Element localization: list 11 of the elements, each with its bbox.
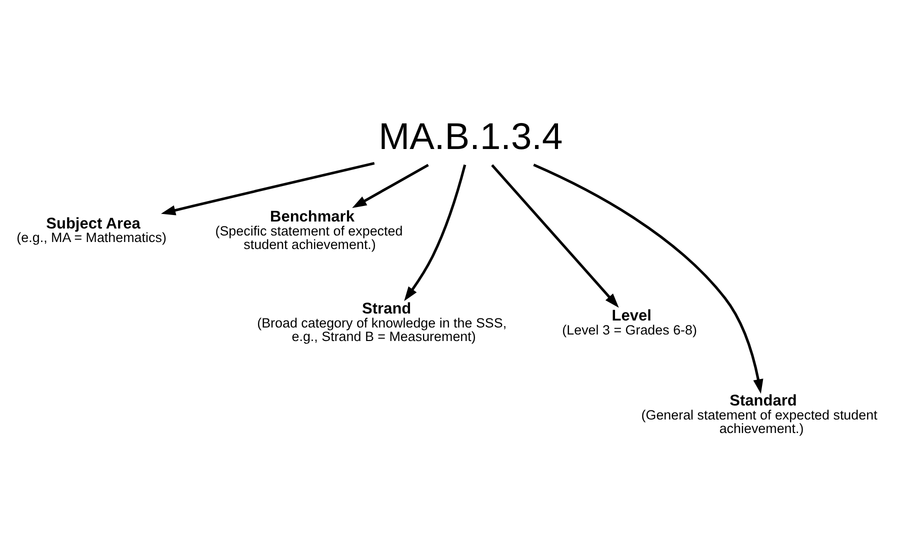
node-text: Strand (Broad category of knowledge in the SSS, e.g., Strand B = Measurement) <box>257 300 507 344</box>
arrow <box>491 164 619 308</box>
node-text: Standard (General statement of expected student achievement.) <box>641 392 878 436</box>
arrow <box>533 163 764 394</box>
arrow <box>352 163 429 208</box>
node-text: Subject Area (e.g., MA = Mathematics) <box>16 214 166 245</box>
arrow <box>404 164 466 301</box>
node-text: Benchmark (Specific statement of expected student achievement.) <box>215 208 403 252</box>
node-text: Level (Level 3 = Grades 6-8) <box>562 306 697 337</box>
node-text: MA.B.1.3.4 <box>378 114 563 157</box>
arrow <box>160 162 375 215</box>
